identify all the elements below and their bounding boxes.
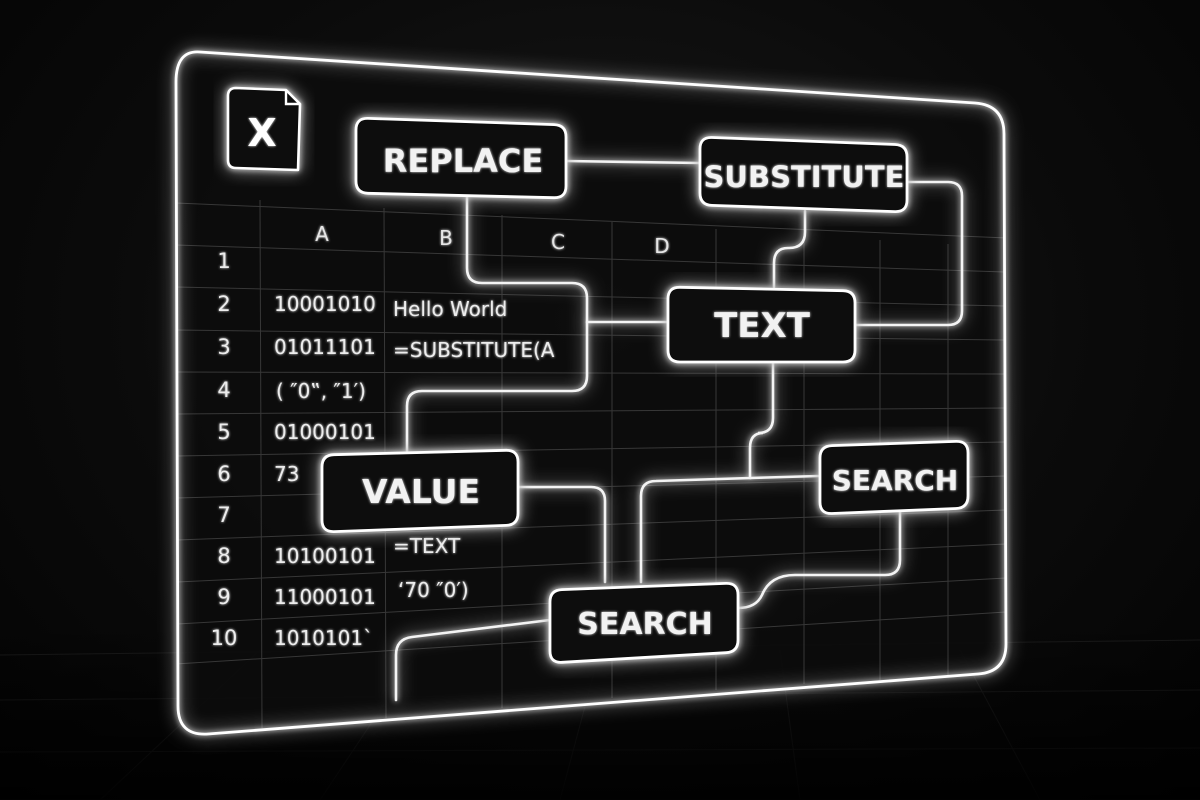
cell-a: 01011101 (274, 335, 376, 359)
connector-text-down (639, 360, 775, 584)
row-number: 3 (217, 335, 230, 359)
grid-row-line (176, 371, 1006, 375)
cell-b: =SUBSTITUTE(A (393, 338, 555, 362)
cell-a: 10001010 (274, 292, 376, 316)
row-number: 7 (217, 503, 230, 527)
node-text-label: TEXT (714, 306, 811, 346)
node-replace-box (354, 116, 568, 200)
column-header: C (551, 230, 565, 254)
row-number: 2 (217, 292, 230, 316)
cell-b: ‘70 ″0′) (398, 578, 469, 602)
cell-a: 11000101 (274, 585, 376, 609)
grid-row-line (176, 407, 1006, 415)
cell-a: 10100101 (274, 544, 376, 568)
row-number: 4 (217, 378, 230, 402)
connector-lines (394, 159, 964, 702)
connector-substitute-text (772, 209, 807, 289)
node-search-right-label: SEARCH (832, 464, 959, 497)
connector-searchright-searchbottom (736, 510, 902, 610)
row-number: 10 (211, 626, 238, 650)
node-text-box (666, 285, 857, 364)
grid-column-line (259, 199, 263, 729)
grid-row-line (176, 286, 1006, 307)
column-headers: A B C D (315, 222, 670, 258)
node-replace: REPLACE (354, 116, 568, 200)
node-value: VALUE (320, 448, 520, 534)
grid-row-line (176, 202, 1006, 239)
row-number: 5 (217, 420, 230, 444)
row-number: 9 (217, 585, 230, 609)
connector-searchbottom-left (394, 618, 552, 702)
spreadsheet-panel (176, 51, 1006, 735)
grid-row-line (176, 543, 1006, 583)
grid-row-line (176, 244, 1006, 273)
column-header: B (439, 226, 453, 250)
connector-text-searchright (748, 474, 820, 480)
node-substitute: SUBSTITUTE (698, 136, 909, 214)
node-substitute-label: SUBSTITUTE (704, 160, 905, 194)
cell-a: ( ″0‟, ″1′) (276, 379, 366, 403)
cell-a: 01000101 (274, 420, 376, 444)
connector-replace-text (405, 193, 589, 457)
node-search-bottom: SEARCH (548, 581, 740, 664)
node-search-bottom-label: SEARCH (577, 607, 713, 642)
connector-substitute-right (853, 180, 964, 327)
row-number: 6 (217, 462, 230, 486)
grid-row-line (176, 509, 1006, 541)
cell-a: 73 (274, 462, 299, 486)
row-number: 1 (217, 249, 230, 273)
function-nodes: REPLACE SUBSTITUTE TEXT VALUE SEARCH SEARCH (320, 116, 970, 664)
grid-row-line (176, 329, 1006, 341)
node-search-right-box (818, 439, 970, 515)
connector-value-search (516, 485, 607, 584)
spreadsheet-rows: 1 2 10001010 Hello World 3 01011101 =SUBSTITUT… (211, 249, 555, 650)
column-header: D (654, 234, 669, 258)
app-icon-letter: X (247, 111, 276, 155)
connector-replace-substitute (564, 159, 702, 165)
node-value-label: VALUE (362, 472, 480, 511)
cell-a: 1010101` (274, 626, 373, 650)
column-header: A (315, 222, 329, 246)
node-search-right: SEARCH (818, 439, 970, 515)
spreadsheet-x-icon: X (226, 86, 302, 172)
cell-b: =TEXT (393, 534, 461, 558)
row-number: 8 (217, 544, 230, 568)
node-substitute-box (698, 136, 909, 214)
node-value-box (320, 448, 520, 534)
node-text: TEXT (666, 285, 857, 364)
node-search-bottom-box (548, 581, 740, 664)
panel-outline (174, 50, 1008, 736)
node-replace-label: REPLACE (383, 142, 543, 180)
cell-b: Hello World (393, 297, 507, 321)
